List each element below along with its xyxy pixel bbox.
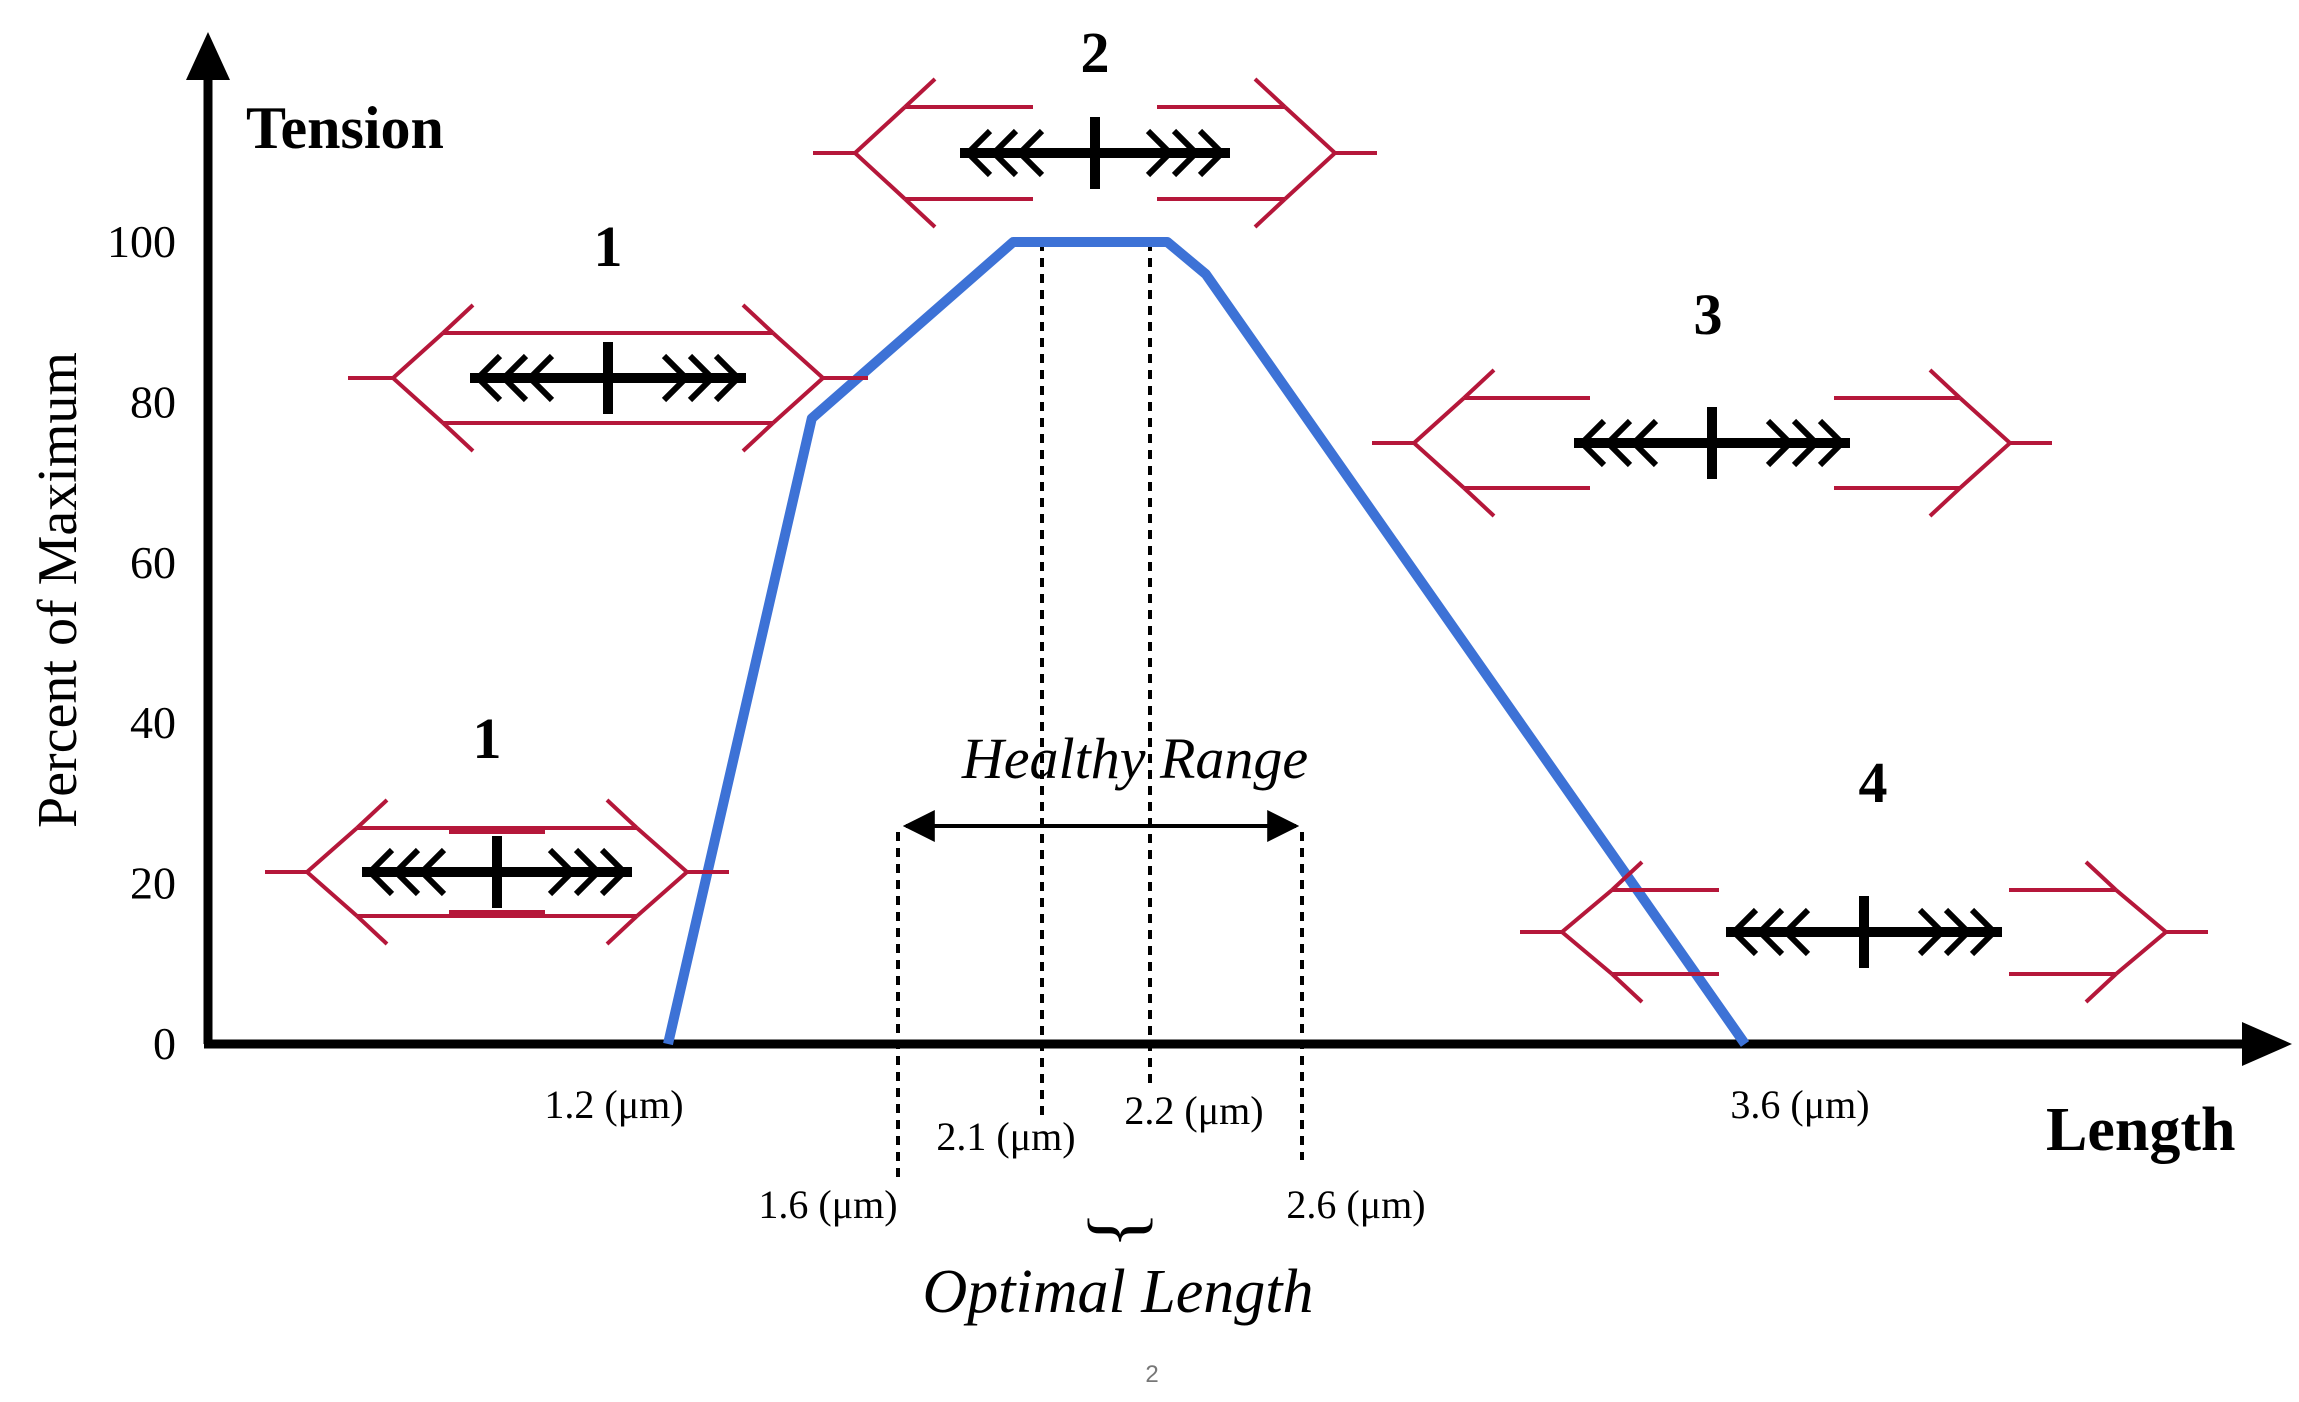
- healthy-range-label: Healthy Range: [961, 726, 1308, 791]
- y-axis-label: Percent of Maximum: [27, 352, 89, 828]
- sarcomere-label-2: 2: [1081, 20, 1110, 85]
- optimal-length-label: Optimal Length: [923, 1258, 1314, 1326]
- sarcomere-label-3: 3: [1694, 282, 1723, 347]
- sarcomere-2: [813, 77, 1377, 229]
- sarcomere-label-1a: 1: [473, 706, 502, 771]
- y-tick-labels: 0 20 40 60 80 100: [107, 216, 176, 1069]
- sarcomere-3: [1372, 368, 2052, 518]
- sarcomere-diagrams: [265, 77, 2208, 1004]
- x-tick-label-1.6: 1.6 (μm): [758, 1182, 897, 1227]
- x-tick-label-3.6: 3.6 (μm): [1730, 1082, 1869, 1127]
- x-axis-label: Length: [2046, 1096, 2235, 1164]
- optimal-length-brace: }: [1081, 1211, 1168, 1248]
- page-number: 2: [1145, 1361, 1158, 1388]
- sarcomere-1a: [265, 798, 729, 946]
- axes: [186, 32, 2292, 1066]
- sarcomere-1b: [348, 303, 868, 453]
- sarcomere-4: [1520, 860, 2208, 1004]
- y-tick-label-100: 100: [107, 216, 176, 267]
- y-tick-label-80: 80: [130, 376, 176, 427]
- sarcomere-label-1b: 1: [594, 214, 623, 279]
- reference-lines: [896, 242, 1304, 1180]
- y-tick-label-20: 20: [130, 858, 176, 909]
- y-tick-label-0: 0: [153, 1018, 176, 1069]
- optimal-length-annotation: } Optimal Length: [923, 1211, 1314, 1326]
- sarcomere-label-4: 4: [1859, 750, 1888, 815]
- x-tick-labels: 1.2 (μm) 1.6 (μm) 2.1 (μm) 2.2 (μm) 2.6 (μm)…: [544, 1082, 1869, 1227]
- y-axis-top-label: Tension: [246, 95, 444, 161]
- healthy-range-annotation: Healthy Range: [902, 726, 1308, 842]
- x-tick-label-2.6: 2.6 (μm): [1286, 1182, 1425, 1227]
- y-tick-label-60: 60: [130, 537, 176, 588]
- x-tick-label-1.2: 1.2 (μm): [544, 1082, 683, 1127]
- y-axis-arrowhead: [186, 32, 230, 80]
- x-axis-arrowhead: [2242, 1022, 2292, 1066]
- x-tick-label-2.1: 2.1 (μm): [936, 1114, 1075, 1159]
- x-tick-label-2.2: 2.2 (μm): [1124, 1088, 1263, 1133]
- y-tick-label-40: 40: [130, 697, 176, 748]
- tension-curve: [663, 237, 1750, 1047]
